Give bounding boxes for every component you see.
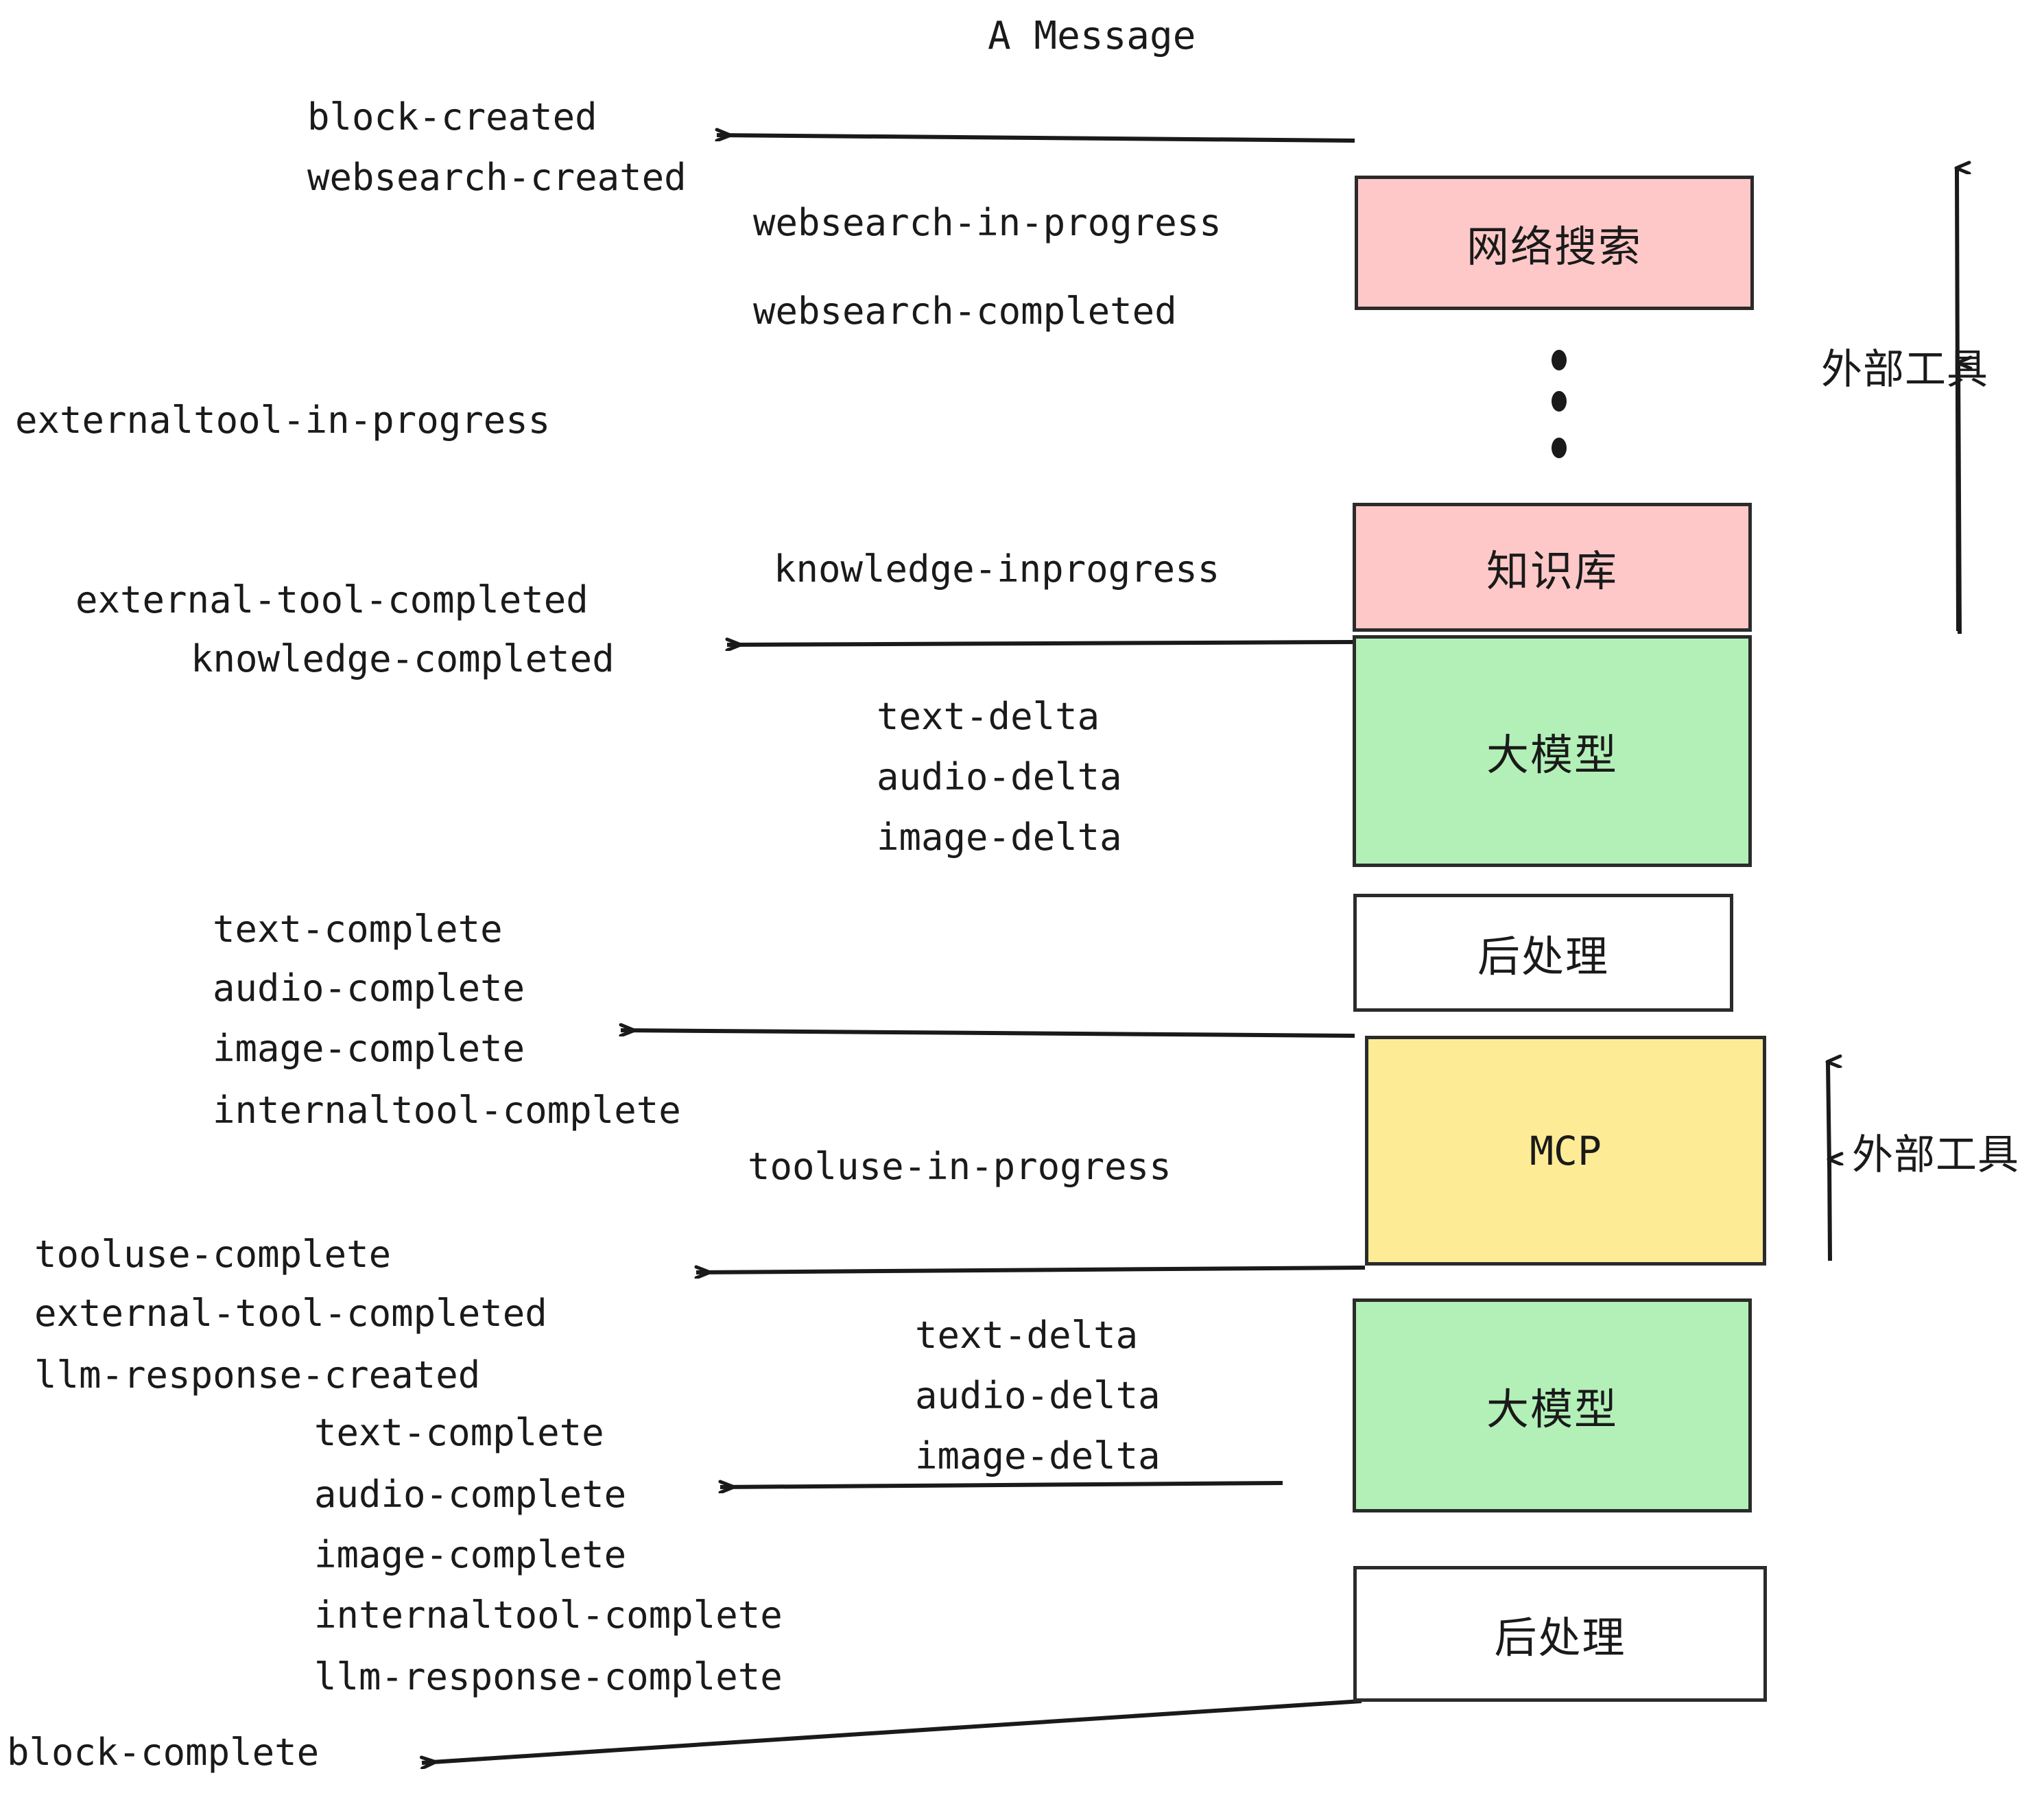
event-knowledge-completed: knowledge-completed xyxy=(191,637,615,680)
event-image-delta-1: image-delta xyxy=(877,816,1122,859)
event-llm-response-complete: llm-response-complete xyxy=(314,1655,783,1698)
node-websearch[interactable]: 网络搜索 xyxy=(1355,176,1754,310)
event-external-tool-completed-1: external-tool-completed xyxy=(75,578,589,621)
event-text-delta-1: text-delta xyxy=(877,695,1100,738)
event-websearch-created: websearch-created xyxy=(307,156,687,199)
event-image-delta-2: image-delta xyxy=(915,1434,1161,1477)
event-audio-delta-2: audio-delta xyxy=(915,1374,1161,1417)
event-internaltool-complete-1: internaltool-complete xyxy=(213,1089,681,1132)
event-llm-response-created: llm-response-created xyxy=(34,1353,481,1397)
arrow-websearch-created xyxy=(717,135,1355,143)
node-llm-second[interactable]: 大模型 xyxy=(1353,1298,1752,1512)
event-websearch-in-progress: websearch-in-progress xyxy=(753,201,1222,244)
arrow-external-tool-bottom-down xyxy=(1829,1159,1830,1261)
arrow-block-complete xyxy=(422,1699,1362,1763)
arrow-tooluse-complete xyxy=(696,1268,1366,1272)
event-image-complete-1: image-complete xyxy=(213,1027,525,1070)
event-audio-delta-1: audio-delta xyxy=(877,755,1122,798)
page-title: A Message xyxy=(988,14,1196,58)
event-text-complete-2: text-complete xyxy=(314,1411,604,1454)
ellipsis-dot-3 xyxy=(1552,438,1567,458)
arrow-knowledge-completed xyxy=(727,642,1354,645)
node-mcp-label: MCP xyxy=(1530,1127,1602,1174)
event-block-created: block-created xyxy=(307,95,597,139)
event-tooluse-in-progress: tooluse-in-progress xyxy=(748,1145,1172,1188)
event-audio-complete-1: audio-complete xyxy=(213,966,525,1010)
event-audio-complete-2: audio-complete xyxy=(314,1473,627,1516)
event-block-complete: block-complete xyxy=(7,1731,320,1774)
ellipsis-dot-1 xyxy=(1552,350,1567,370)
node-llm-first-label: 大模型 xyxy=(1486,730,1618,780)
arrow-external-tool-bottom xyxy=(1828,1062,1829,1167)
group-label-external-tool-bottom: 外部工具 xyxy=(1852,1131,2019,1179)
node-mcp[interactable]: MCP xyxy=(1365,1036,1766,1266)
node-knowledge[interactable]: 知识库 xyxy=(1353,503,1752,632)
event-image-complete-2: image-complete xyxy=(314,1533,627,1576)
ellipsis-dot-2 xyxy=(1552,391,1567,412)
node-websearch-label: 网络搜索 xyxy=(1466,222,1642,272)
node-knowledge-label: 知识库 xyxy=(1486,546,1618,596)
node-postprocess-first-label: 后处理 xyxy=(1477,931,1609,982)
event-text-delta-2: text-delta xyxy=(915,1314,1139,1357)
arrow-external-tool-top-down xyxy=(1958,363,1960,634)
event-websearch-completed: websearch-completed xyxy=(753,289,1177,333)
event-text-complete-1: text-complete xyxy=(213,907,503,951)
arrow-image-complete xyxy=(621,1030,1355,1038)
node-llm-first[interactable]: 大模型 xyxy=(1353,635,1752,867)
event-internaltool-complete-2: internaltool-complete xyxy=(314,1593,783,1637)
event-tooluse-complete: tooluse-complete xyxy=(34,1233,392,1276)
event-externaltool-in-progress: externaltool-in-progress xyxy=(15,399,551,442)
node-postprocess-second-label: 后处理 xyxy=(1494,1613,1626,1663)
node-llm-second-label: 大模型 xyxy=(1486,1384,1618,1434)
event-knowledge-inprogress: knowledge-inprogress xyxy=(774,547,1220,591)
arrow-audio-complete xyxy=(720,1483,1283,1487)
group-label-external-tool-top: 外部工具 xyxy=(1821,346,1988,394)
node-postprocess-second[interactable]: 后处理 xyxy=(1353,1566,1767,1702)
arrow-external-tool-top xyxy=(1957,168,1958,632)
node-postprocess-first[interactable]: 后处理 xyxy=(1353,894,1733,1012)
event-external-tool-completed-2: external-tool-completed xyxy=(34,1292,547,1335)
